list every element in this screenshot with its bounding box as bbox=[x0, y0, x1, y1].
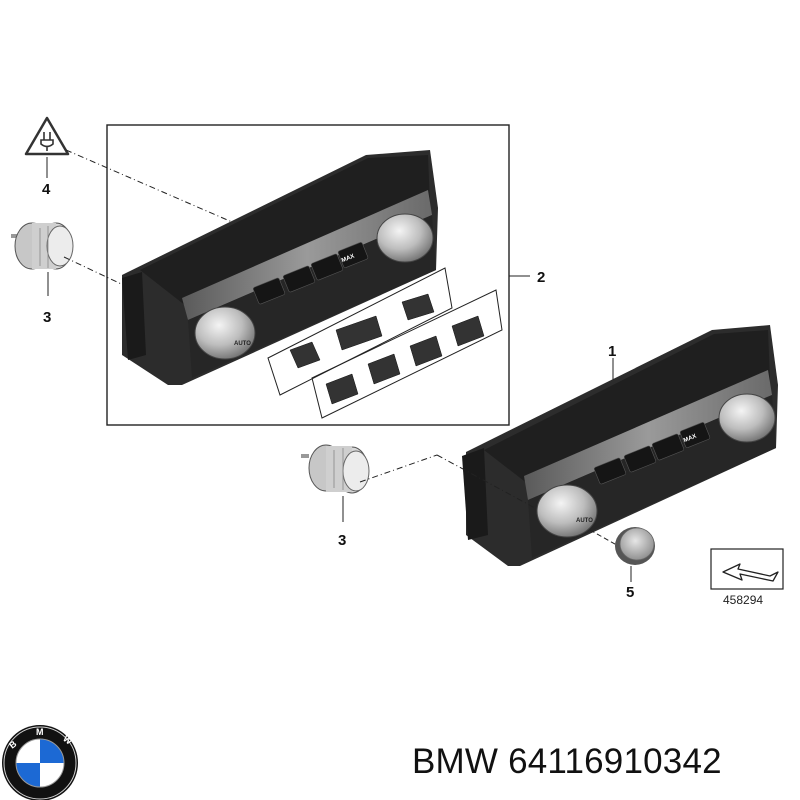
knob-right-bottom bbox=[718, 393, 776, 443]
item-3-top-knob-insert bbox=[11, 222, 74, 270]
svg-text:B: B bbox=[7, 738, 19, 750]
diagram-reference-box bbox=[710, 548, 784, 590]
leader-line-5-dashed bbox=[589, 529, 623, 549]
panel-max-label-bottom: MAX bbox=[683, 434, 698, 445]
callout-3-top: 3 bbox=[43, 309, 51, 326]
leader-line-4-dashed bbox=[65, 149, 233, 223]
item-4-warning-icon bbox=[24, 116, 70, 156]
knob-left-bottom bbox=[536, 484, 598, 538]
item-3-bottom-knob-insert bbox=[301, 444, 370, 494]
item-2-control-panel: MAX AUTO bbox=[122, 150, 438, 385]
callout-4: 4 bbox=[42, 181, 51, 198]
item-1-control-panel: MAX AUTO bbox=[462, 325, 778, 566]
panel-max-label-top: MAX bbox=[341, 254, 356, 265]
knob-auto-label-top: AUTO bbox=[234, 341, 251, 347]
leader-line-3-bottom-dashed bbox=[359, 454, 438, 483]
part-caption: BMW 64116910342 bbox=[412, 742, 797, 782]
callout-3-bottom: 3 bbox=[338, 532, 346, 549]
item-2-button-set-lower bbox=[311, 289, 503, 419]
knob-auto-label-bottom: AUTO bbox=[576, 518, 593, 524]
knob-left-top bbox=[194, 306, 256, 360]
callout-2: 2 bbox=[537, 269, 545, 286]
callout-1: 1 bbox=[608, 343, 616, 360]
caption-part-number: 64116910342 bbox=[508, 742, 722, 781]
item-2-button-set-upper bbox=[267, 267, 453, 396]
diagram-reference-number: 458294 bbox=[723, 593, 763, 607]
knob-right-top bbox=[376, 213, 434, 263]
caption-brand: BMW bbox=[412, 742, 499, 781]
direction-arrow-icon bbox=[722, 563, 779, 582]
item-2-frame bbox=[106, 124, 510, 426]
svg-text:M: M bbox=[36, 727, 44, 737]
callout-5: 5 bbox=[626, 584, 634, 601]
bmw-logo: B M W bbox=[2, 725, 78, 800]
item-5-knob-cap bbox=[615, 527, 655, 565]
leader-line-3-bottom-dashed-2 bbox=[436, 454, 536, 509]
